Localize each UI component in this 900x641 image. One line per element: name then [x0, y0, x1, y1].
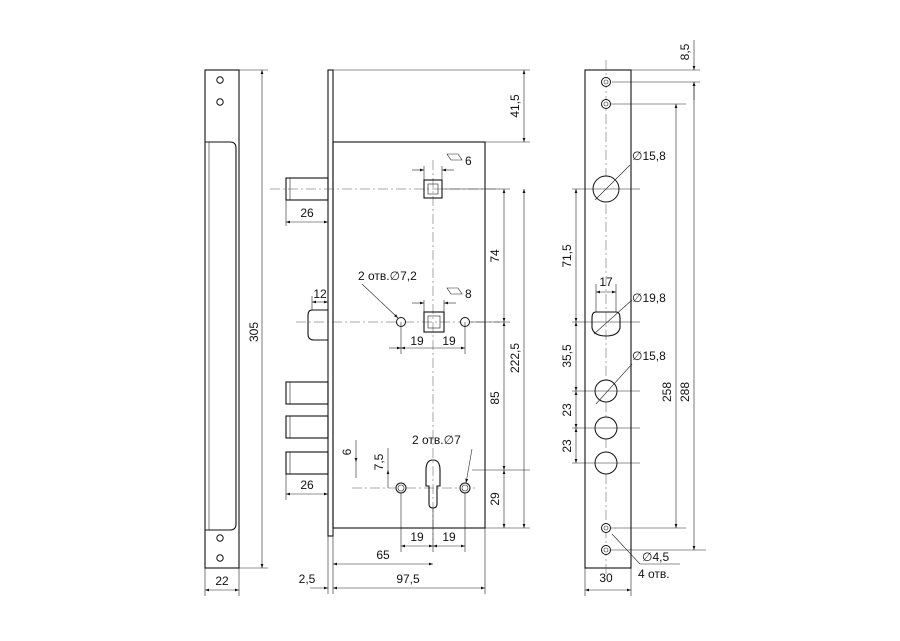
latch-bolt: [307, 309, 328, 341]
mid-spacing-left-label: 19: [410, 334, 424, 348]
cylinder-cutout: [425, 459, 441, 509]
thickness-label: 2,5: [299, 572, 316, 586]
lock-case: [332, 141, 486, 529]
faceplate-screw-hole: [601, 523, 611, 533]
screw-hole-label: ∅4,5: [642, 550, 669, 564]
hole-top-label: ∅15,8: [632, 149, 666, 163]
dist-222-label: 222,5: [508, 343, 522, 373]
dim-7-5-label: 7,5: [372, 453, 386, 470]
strike-plate-cutout: [205, 141, 237, 531]
mid-spindle-square: [423, 311, 445, 333]
faceplate-width-17-label: 17: [599, 275, 613, 289]
dist-258-label: 258: [660, 382, 674, 402]
dist-71-5-label: 71,5: [560, 244, 574, 268]
dist-85-label: 85: [488, 391, 502, 405]
cylinder-hole-7: [459, 482, 471, 494]
bottom-holes-label: 2 отв.∅7: [412, 433, 461, 447]
strike-plate: 305 22: [204, 69, 268, 596]
faceplate-screw-hole: [601, 77, 611, 87]
dist-23-a-label: 23: [560, 403, 574, 417]
strike-height-label: 305: [247, 322, 261, 342]
lock-body: 41,5 26 6 12 19 19: [270, 69, 530, 594]
dist-288-label: 288: [678, 382, 692, 402]
backset-label: 65: [376, 548, 390, 562]
lower-deadbolt-1: [285, 381, 329, 405]
strike-width-label: 22: [215, 574, 229, 588]
strike-screw-hole: [216, 554, 224, 562]
cylinder-hole-7: [395, 482, 407, 494]
top-holes-label: 2 отв.∅7,2: [358, 269, 417, 283]
dist-74-label: 74: [488, 249, 502, 263]
latch-label: 12: [313, 287, 327, 301]
faceplate-screw-hole: [601, 545, 611, 555]
faceplate-outline: [584, 69, 632, 569]
strike-screw-hole: [216, 76, 224, 84]
dist-23-b-label: 23: [560, 439, 574, 453]
top-square-label: 6: [465, 154, 472, 168]
lock-faceplate-edge: [327, 69, 334, 537]
lock-top-offset-label: 41,5: [508, 94, 522, 118]
dim-6-label: 6: [340, 448, 354, 455]
faceplate-width-label: 30: [599, 571, 613, 585]
depth-label: 97,5: [396, 572, 420, 586]
hole-bottom-label: ∅15,8: [632, 349, 666, 363]
bottom-spacing-left-label: 19: [410, 530, 424, 544]
top-bolt-length-label: 26: [300, 206, 314, 220]
dist-29-label: 29: [488, 492, 502, 506]
mid-spacing-right-label: 19: [442, 334, 456, 348]
hole-mid-label: ∅19,8: [632, 291, 666, 305]
faceplate-screw-hole: [601, 99, 611, 109]
strike-screw-hole: [216, 534, 224, 542]
dist-35-5-label: 35,5: [560, 344, 574, 368]
strike-screw-hole: [216, 98, 224, 106]
latch-hole-19-8: [591, 311, 621, 337]
screw-count-label: 4 отв.: [638, 567, 670, 581]
lower-deadbolt-3: [285, 451, 329, 475]
bottom-spacing-right-label: 19: [442, 530, 456, 544]
strike-plate-outline: [204, 69, 240, 569]
mid-square-label: 8: [465, 287, 472, 301]
bottom-bolt-length-label: 26: [300, 478, 314, 492]
faceplate: 8,5 ∅15,8 ∅19,8 17 ∅15,8: [560, 40, 706, 596]
lower-deadbolt-2: [285, 415, 329, 439]
faceplate-top-offset-label: 8,5: [678, 43, 692, 60]
